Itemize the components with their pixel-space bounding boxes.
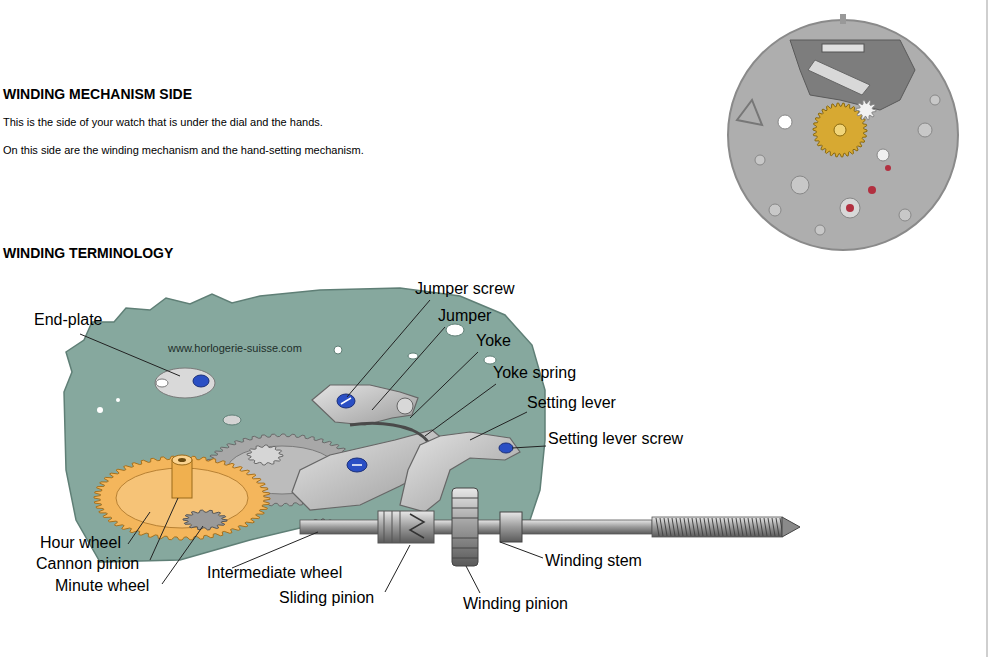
screw-slot xyxy=(341,398,351,404)
jumper-end xyxy=(397,398,413,414)
plate-hole xyxy=(97,407,103,413)
jumper xyxy=(312,385,418,425)
part-label: Yoke xyxy=(476,332,511,350)
plate-jewel xyxy=(155,368,215,398)
bridge-cutout xyxy=(790,40,915,110)
movement-logo xyxy=(737,100,762,125)
movement-lever xyxy=(808,60,870,95)
winding-pinion-teeth xyxy=(452,498,478,558)
part-label: Intermediate wheel xyxy=(207,564,342,582)
part-label: Minute wheel xyxy=(55,577,149,595)
movement-spring xyxy=(822,44,864,52)
movement-hole xyxy=(899,209,911,221)
plate-hole xyxy=(334,346,342,354)
stem-thread xyxy=(652,517,782,537)
intro-text: On this side are the winding mechanism a… xyxy=(3,144,364,157)
movement-hole xyxy=(778,115,792,129)
part-label: Hour wheel xyxy=(40,534,121,552)
leader-line xyxy=(470,412,527,440)
section-heading: WINDING MECHANISM SIDE xyxy=(3,86,192,102)
movement-hole xyxy=(930,95,940,105)
stem-collar xyxy=(500,512,522,542)
movement-hole xyxy=(815,225,825,235)
leader-line xyxy=(512,446,546,448)
leader-line xyxy=(150,498,178,560)
movement-hole xyxy=(755,155,765,165)
movement-hole xyxy=(791,176,809,194)
plate-hole xyxy=(223,415,241,425)
sliding-pinion-ratchet xyxy=(410,514,424,538)
part-label: Winding pinion xyxy=(463,595,568,613)
plate-screw xyxy=(193,375,209,387)
section-heading: WINDING TERMINOLOGY xyxy=(3,245,173,261)
movement-gear-hub xyxy=(834,124,846,136)
page-rule xyxy=(986,0,988,657)
minute-wheel xyxy=(183,510,227,530)
movement-photo xyxy=(728,14,958,250)
cannon-pinion-bore xyxy=(178,458,186,462)
plate-hole xyxy=(116,398,120,402)
thread-lines xyxy=(656,518,783,536)
yoke-screw xyxy=(347,458,367,472)
movement-hole xyxy=(769,204,781,216)
stem-tip xyxy=(782,517,800,537)
movement-jewel xyxy=(846,204,854,212)
movement-jewel xyxy=(868,186,876,194)
movement-hole xyxy=(918,123,932,137)
movement-hole xyxy=(840,198,860,218)
winding-illustration xyxy=(64,288,800,566)
leader-line xyxy=(385,545,410,592)
part-label: Jumper xyxy=(438,307,491,325)
leader-line xyxy=(162,526,203,584)
part-label: Sliding pinion xyxy=(279,589,374,607)
movement-stem xyxy=(840,14,846,24)
part-label: End-plate xyxy=(34,311,103,329)
leader-line xyxy=(500,542,543,558)
cannon-pinion xyxy=(172,460,192,498)
hour-wheel xyxy=(94,456,270,540)
intro-text: This is the side of your watch that is u… xyxy=(3,116,323,129)
sliding-pinion xyxy=(378,511,434,543)
plate-hole xyxy=(156,379,168,387)
part-label: Cannon pinion xyxy=(36,555,139,573)
leader-line xyxy=(425,384,496,436)
plate-hole xyxy=(484,356,496,364)
part-label: Jumper screw xyxy=(415,280,515,298)
leader-lines xyxy=(80,300,546,593)
screw-slot xyxy=(352,464,362,466)
leader-line xyxy=(410,352,478,418)
setting-lever-screw xyxy=(499,443,513,453)
plate-hole xyxy=(408,353,418,359)
leader-line xyxy=(372,327,445,410)
part-label: Winding stem xyxy=(545,552,642,570)
part-label: Setting lever screw xyxy=(548,430,683,448)
movement-plate xyxy=(728,20,958,250)
winding-pinion xyxy=(452,488,478,566)
leader-line xyxy=(347,300,430,397)
jumper-screw xyxy=(337,394,355,408)
leader-line xyxy=(466,566,480,593)
cannon-pinion-top xyxy=(172,455,192,465)
watermark: www.horlogerie-suisse.com xyxy=(168,342,302,355)
leader-line xyxy=(128,512,150,544)
movement-star xyxy=(856,100,876,120)
leader-line xyxy=(232,532,318,568)
sliding-pinion-teeth xyxy=(384,511,400,543)
small-pinion xyxy=(247,445,283,465)
movement-hole xyxy=(877,149,889,161)
part-label: Setting lever xyxy=(527,394,616,412)
movement-jewel xyxy=(885,165,891,171)
part-label: Yoke spring xyxy=(493,364,576,382)
plate-hole xyxy=(446,324,464,336)
leader-line xyxy=(80,334,180,376)
